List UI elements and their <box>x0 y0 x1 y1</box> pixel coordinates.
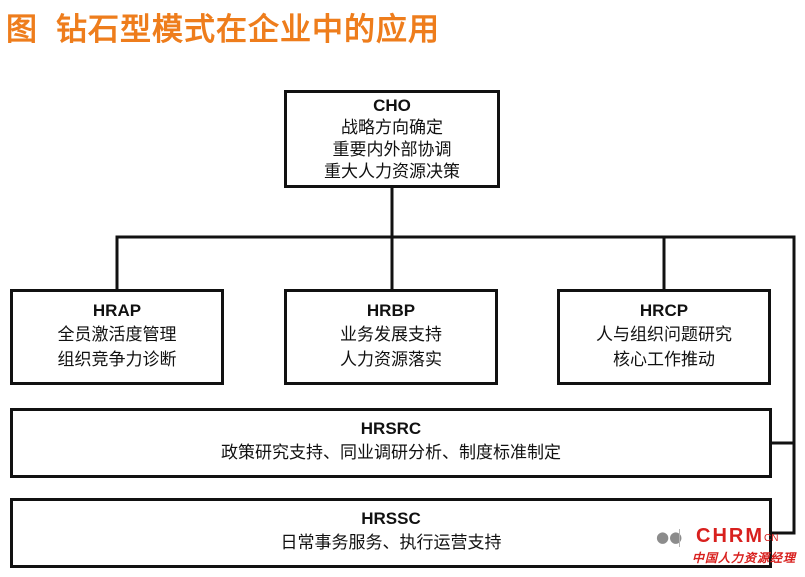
watermark: ●● CHRMCN 中国人力资源经理 <box>656 525 801 573</box>
node-cho-line-2: 重要内外部协调 <box>332 140 452 160</box>
node-hrbp-line-1: 业务发展支持 <box>340 325 442 345</box>
wechat-icon: ●● <box>656 528 683 546</box>
node-hrsrc: HRSRC 政策研究支持、同业调研分析、制度标准制定 <box>10 408 772 478</box>
node-hrssc-line-1: 日常事务服务、执行运营支持 <box>280 533 502 553</box>
node-hrcp: HRCP 人与组织问题研究 核心工作推动 <box>557 289 771 385</box>
watermark-subtitle: 中国人力资源经理 <box>692 551 797 565</box>
watermark-logo-text: CHRM <box>696 525 764 547</box>
figure-title-text: 钻石型模式在企业中的应用 <box>56 12 440 48</box>
node-hrsrc-line-1: 政策研究支持、同业调研分析、制度标准制定 <box>221 443 561 463</box>
node-hrap-line-1: 全员激活度管理 <box>57 325 177 345</box>
watermark-logo: CHRMCN <box>696 525 778 547</box>
node-hrssc: HRSSC 日常事务服务、执行运营支持 <box>10 498 772 568</box>
node-cho-line-3: 重大人力资源决策 <box>324 162 460 182</box>
watermark-divider <box>679 529 680 547</box>
node-hrbp-name: HRBP <box>366 301 416 320</box>
node-hrsrc-name: HRSRC <box>360 419 422 438</box>
node-hrap-line-2: 组织竞争力诊断 <box>57 350 177 370</box>
node-cho-line-1: 战略方向确定 <box>341 118 443 138</box>
node-hrssc-name: HRSSC <box>361 509 421 528</box>
node-hrcp-name: HRCP <box>639 301 689 320</box>
figure-label: 图 <box>6 12 38 48</box>
node-hrcp-line-2: 核心工作推动 <box>613 350 715 370</box>
node-hrap-name: HRAP <box>92 301 142 320</box>
watermark-logo-suffix: CN <box>764 533 779 544</box>
node-hrcp-line-1: 人与组织问题研究 <box>596 325 732 345</box>
node-hrbp: HRBP 业务发展支持 人力资源落实 <box>284 289 498 385</box>
figure-title: 图钻石型模式在企业中的应用 <box>6 4 440 49</box>
node-cho-name: CHO <box>373 96 411 115</box>
node-hrbp-line-2: 人力资源落实 <box>340 350 442 370</box>
node-cho: CHO 战略方向确定 重要内外部协调 重大人力资源决策 <box>284 90 500 188</box>
node-hrap: HRAP 全员激活度管理 组织竞争力诊断 <box>10 289 224 385</box>
